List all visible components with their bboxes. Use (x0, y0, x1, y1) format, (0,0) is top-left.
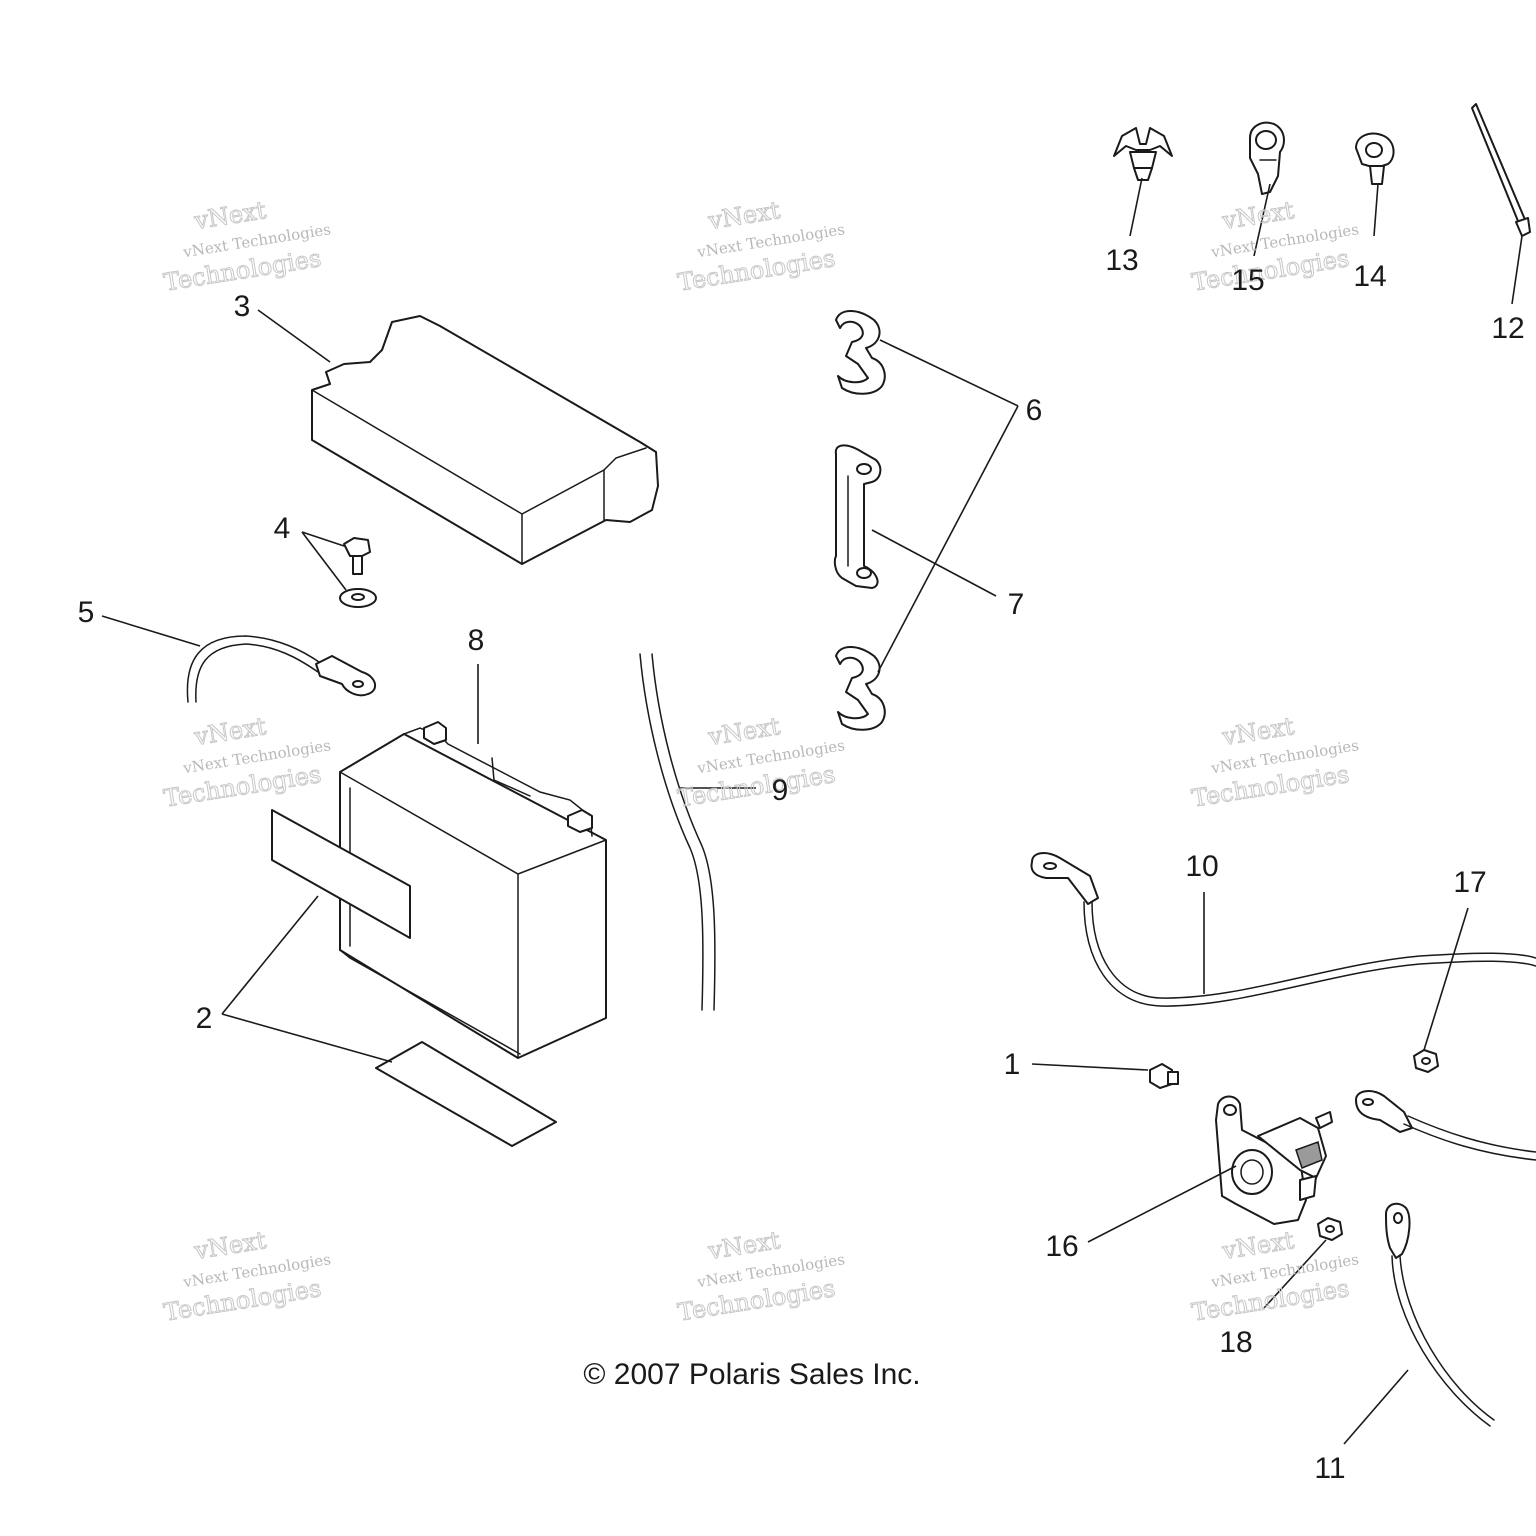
starter-solenoid (1215, 1095, 1333, 1225)
cable-tie (1471, 103, 1531, 237)
watermark-mid-left: vNext vNext Technologies Technologies (161, 712, 332, 814)
svg-text:vNext: vNext (706, 1226, 783, 1265)
watermark-bottom-left: vNext vNext Technologies Technologies (161, 1226, 332, 1328)
callout-17: 17 (1453, 866, 1486, 899)
callout-13: 13 (1105, 244, 1138, 277)
battery-strap (833, 444, 882, 589)
watermark-mid-center: vNext vNext Technologies Technologies (675, 712, 846, 814)
svg-text:vNext: vNext (1220, 1226, 1297, 1265)
svg-text:vNext: vNext (1220, 712, 1297, 751)
callout-15: 15 (1231, 264, 1264, 297)
copyright-notice: © 2007 Polaris Sales Inc. (583, 1358, 920, 1391)
ground-cable (1385, 1202, 1495, 1427)
callout-7: 7 (1008, 588, 1025, 621)
leader-lines (101, 177, 1523, 1445)
bolt-and-washer (339, 537, 377, 608)
svg-text:vNext: vNext (706, 196, 783, 235)
callout-6: 6 (1026, 394, 1043, 427)
screw (1149, 1063, 1179, 1089)
callout-9: 9 (772, 774, 789, 807)
watermark-top-right: vNext vNext Technologies Technologies (1189, 196, 1360, 298)
callout-18: 18 (1219, 1326, 1252, 1359)
long-cable (1030, 852, 1536, 1007)
callout-4: 4 (274, 512, 291, 545)
nut-18 (1317, 1217, 1343, 1241)
hook-top (835, 310, 886, 395)
watermark-mid-right: vNext vNext Technologies Technologies (1189, 712, 1360, 814)
callout-3: 3 (234, 290, 251, 323)
battery-cover (311, 315, 659, 565)
solenoid-cable-lug (1355, 1090, 1536, 1161)
callout-labels: 3 4 5 8 2 9 6 7 13 15 14 12 10 17 1 16 1… (78, 244, 1525, 1485)
watermark-top-center: vNext vNext Technologies Technologies (675, 196, 846, 298)
short-battery-cable (186, 635, 377, 703)
svg-text:vNext: vNext (706, 712, 783, 751)
callout-14: 14 (1353, 260, 1386, 293)
push-clip (1113, 127, 1173, 181)
svg-text:vNext: vNext (1220, 196, 1297, 235)
cable-clip (1355, 132, 1395, 185)
battery (339, 721, 607, 1059)
callout-8: 8 (468, 624, 485, 657)
svg-text:vNext: vNext (192, 196, 269, 235)
callout-2: 2 (196, 1002, 213, 1035)
callout-12: 12 (1491, 312, 1524, 345)
hook-bottom (835, 646, 886, 731)
vent-tube (639, 653, 716, 1011)
callout-10: 10 (1185, 850, 1218, 883)
nut-17 (1413, 1049, 1439, 1073)
callout-11: 11 (1314, 1452, 1345, 1485)
callout-16: 16 (1045, 1230, 1078, 1263)
svg-text:vNext: vNext (192, 712, 269, 751)
watermark-top-left: vNext vNext Technologies Technologies (161, 196, 332, 298)
svg-text:vNext: vNext (192, 1226, 269, 1265)
callout-1: 1 (1004, 1048, 1021, 1081)
watermark-bottom-center: vNext vNext Technologies Technologies (675, 1226, 846, 1328)
callout-5: 5 (78, 596, 95, 629)
tie-mount (1249, 121, 1285, 195)
battery-labels (271, 809, 557, 1147)
